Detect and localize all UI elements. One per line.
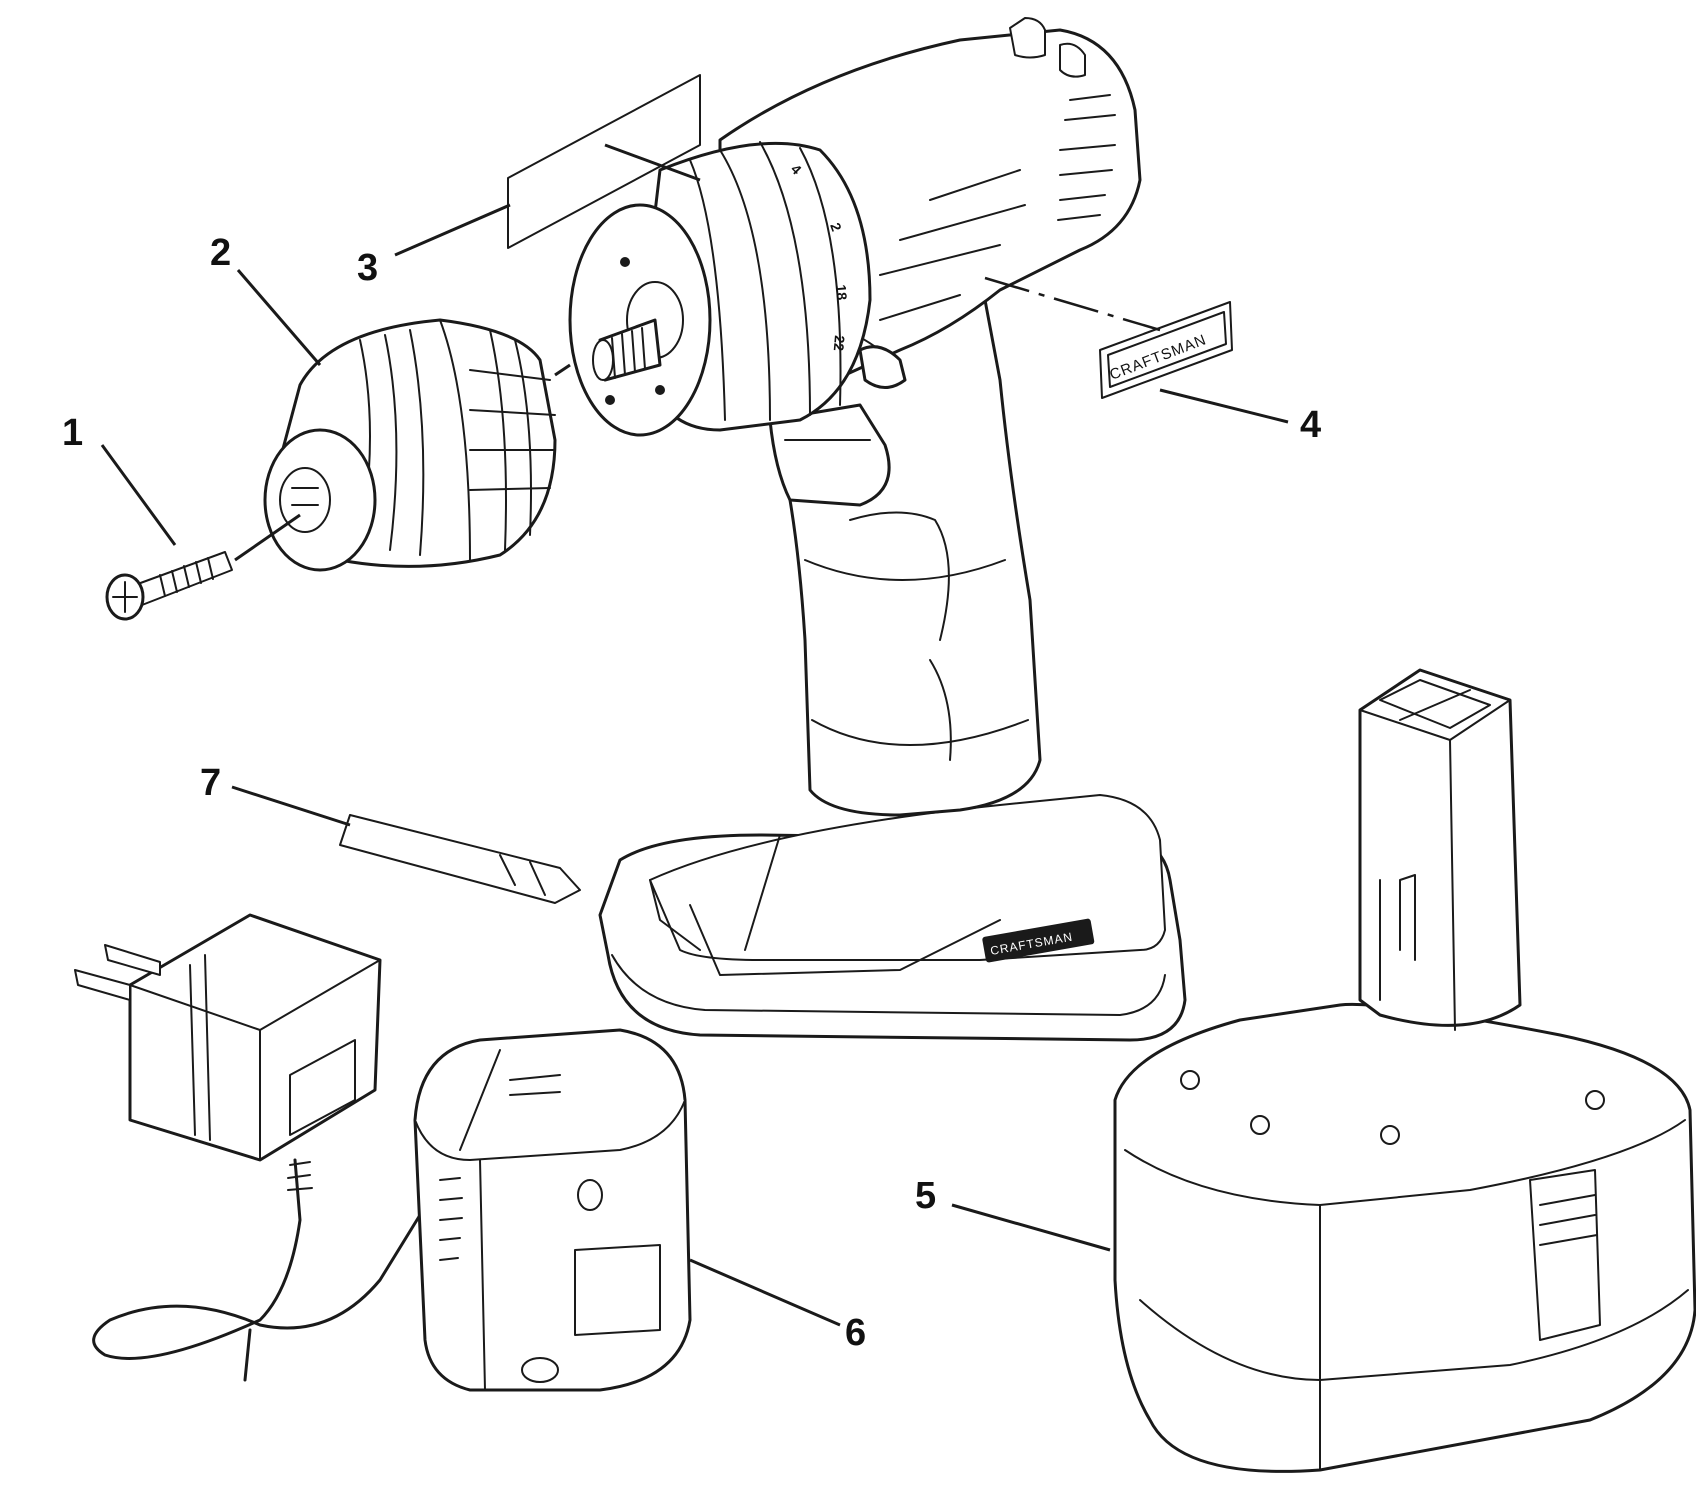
callout-4: 4 [1300, 404, 1321, 446]
bit-part [339, 814, 581, 904]
chuck-part [263, 318, 571, 572]
callout-numbers: 1 2 3 4 5 6 7 [62, 232, 1321, 1354]
nameplate-part: CRAFTSMAN [984, 276, 1233, 399]
callout-5: 5 [915, 1175, 936, 1217]
drill-body: CRAFTSMAN 2 [568, 17, 1187, 1042]
label-part [507, 74, 701, 249]
battery-part [1113, 668, 1696, 1473]
callout-leaders [100, 203, 1289, 1327]
callout-3: 3 [357, 247, 378, 289]
callout-6: 6 [845, 1312, 866, 1354]
svg-text:22: 22 [831, 335, 848, 352]
charger-part [74, 913, 692, 1392]
callout-7: 7 [200, 762, 221, 804]
svg-text:18: 18 [833, 284, 850, 301]
callout-2: 2 [210, 232, 231, 274]
screw-part [105, 513, 301, 621]
callout-1: 1 [62, 412, 83, 454]
